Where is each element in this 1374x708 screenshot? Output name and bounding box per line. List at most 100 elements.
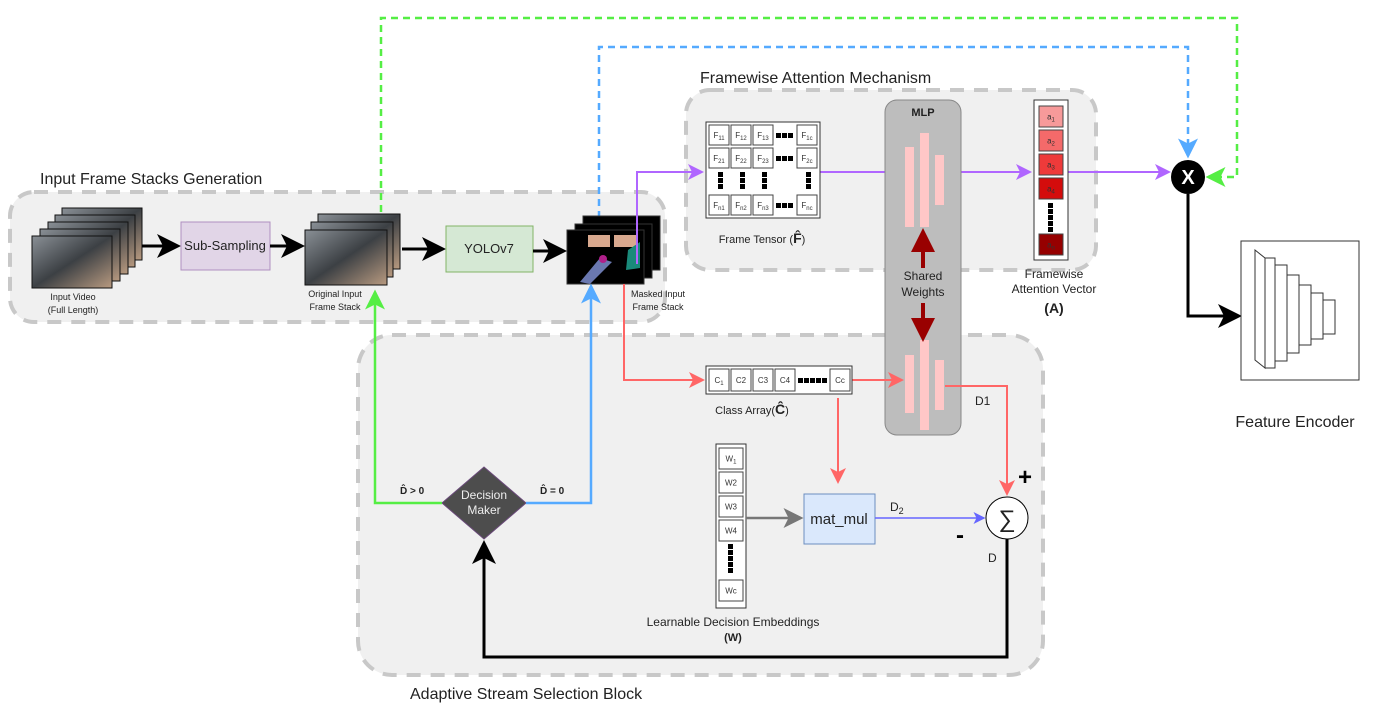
original-frame-stack bbox=[304, 213, 401, 286]
attention-cell bbox=[1038, 105, 1064, 128]
attention-vector-symbol: (A) bbox=[1044, 300, 1063, 316]
region-adaptive-stream bbox=[356, 333, 1045, 677]
ellipsis-dot bbox=[776, 203, 781, 208]
class-array-label: Class Array(Ĉ) bbox=[715, 400, 789, 417]
ellipsis-dot bbox=[810, 378, 815, 383]
sum-symbol: ∑ bbox=[998, 506, 1015, 533]
original-stack-label: Original Input bbox=[308, 289, 362, 299]
embedding-cell bbox=[718, 495, 744, 518]
ellipsis-dot bbox=[782, 133, 787, 138]
multiply-symbol: X bbox=[1181, 167, 1195, 189]
ellipsis-dot bbox=[718, 178, 723, 183]
ellipsis-dot bbox=[728, 568, 733, 573]
ellipsis-dot bbox=[788, 156, 793, 161]
mlp-layers-bottom bbox=[905, 340, 944, 430]
yolov7-box bbox=[445, 225, 534, 273]
frame-tensor-cell bbox=[730, 147, 752, 169]
class-cell bbox=[774, 368, 796, 392]
frame-tensor-cell bbox=[730, 194, 752, 216]
embedding-cell bbox=[718, 447, 744, 470]
sub-sampling-box bbox=[180, 221, 271, 271]
ellipsis-dot bbox=[740, 184, 745, 189]
ellipsis-dot bbox=[806, 184, 811, 189]
ellipsis-dot bbox=[728, 556, 733, 561]
class-cell bbox=[829, 368, 851, 392]
mlp-layers-top bbox=[905, 133, 944, 227]
class-cell bbox=[708, 368, 730, 392]
attention-vector-label-2: Attention Vector bbox=[1012, 282, 1097, 296]
frame-tensor-cell bbox=[752, 147, 774, 169]
ellipsis-dot bbox=[798, 378, 803, 383]
attention-cell-label: a3 bbox=[1047, 161, 1055, 172]
ellipsis-dot bbox=[782, 203, 787, 208]
frame-tensor-cell bbox=[708, 124, 730, 146]
shared-weights-label: Shared bbox=[904, 269, 943, 283]
feature-encoder bbox=[1240, 240, 1360, 381]
ellipsis-dot bbox=[1048, 215, 1053, 220]
ellipsis-dot bbox=[728, 544, 733, 549]
region-title-input: Input Frame Stacks Generation bbox=[40, 171, 262, 188]
d-label: D bbox=[988, 551, 997, 565]
multiply-node bbox=[1171, 160, 1205, 194]
ellipsis-dot bbox=[1048, 203, 1053, 208]
attention-cell-label: a1 bbox=[1047, 113, 1055, 124]
ellipsis-dot bbox=[822, 378, 827, 383]
feature-encoder-label: Feature Encoder bbox=[1235, 414, 1355, 431]
class-cell bbox=[730, 368, 752, 392]
class-cell-label: C4 bbox=[780, 376, 791, 385]
ellipsis-dot bbox=[806, 172, 811, 177]
frame-tensor-cell-label: Fn1 bbox=[713, 201, 725, 212]
embeddings-symbol: (W) bbox=[724, 632, 742, 644]
frame-tensor-cell bbox=[752, 194, 774, 216]
minus-sign: - bbox=[956, 522, 964, 549]
frame-tensor-cell bbox=[752, 124, 774, 146]
masked-frame-stack bbox=[566, 215, 661, 285]
frame-tensor-cell-label: F1c bbox=[801, 131, 812, 142]
frame-tensor-cell-label: F23 bbox=[757, 154, 769, 165]
embedding-cell-label: Wc bbox=[725, 587, 737, 596]
ellipsis-dot bbox=[1048, 221, 1053, 226]
ellipsis-dot bbox=[762, 184, 767, 189]
ellipsis-dot bbox=[718, 184, 723, 189]
masked-stack-label: Masked Input bbox=[631, 289, 686, 299]
ellipsis-dot bbox=[728, 550, 733, 555]
ellipsis-dot bbox=[776, 133, 781, 138]
ellipsis-dot bbox=[1048, 227, 1053, 232]
embedding-cell-label: W2 bbox=[725, 479, 738, 488]
frame-tensor-cell-label: F13 bbox=[757, 131, 769, 142]
frame-tensor-label: Frame Tensor (F̂) bbox=[719, 229, 806, 246]
frame-tensor-cell-label: Fn2 bbox=[735, 201, 747, 212]
original-stack-sublabel: Frame Stack bbox=[309, 302, 361, 312]
frame-tensor-cell bbox=[796, 147, 818, 169]
attention-vector-label: Framewise bbox=[1025, 267, 1084, 281]
masked-stack-sublabel: Frame Stack bbox=[632, 302, 684, 312]
attention-cell-label: a2 bbox=[1047, 137, 1055, 148]
frame-tensor-cell bbox=[708, 147, 730, 169]
d1-label: D1 bbox=[975, 394, 991, 408]
input-video-label: Input Video bbox=[50, 292, 95, 302]
input-video-stack bbox=[31, 207, 143, 289]
ellipsis-dot bbox=[804, 378, 809, 383]
embedding-cell bbox=[718, 519, 744, 542]
frame-tensor-cell bbox=[796, 194, 818, 216]
ellipsis-dot bbox=[718, 172, 723, 177]
ellipsis-dot bbox=[806, 178, 811, 183]
embedding-cell-label: W3 bbox=[725, 503, 738, 512]
embedding-cell bbox=[718, 471, 744, 494]
frame-tensor-cell-label: F22 bbox=[735, 154, 747, 165]
ellipsis-dot bbox=[776, 156, 781, 161]
region-title-adaptive: Adaptive Stream Selection Block bbox=[410, 686, 643, 703]
frame-tensor-cell bbox=[708, 194, 730, 216]
class-cell-label: Cc bbox=[835, 376, 845, 385]
mat-mul-label: mat_mul bbox=[810, 511, 868, 528]
ellipsis-dot bbox=[788, 203, 793, 208]
plus-sign: + bbox=[1018, 464, 1032, 491]
frame-tensor-cell-label: F12 bbox=[735, 131, 747, 142]
decision-maker-label-2: Maker bbox=[467, 503, 500, 517]
frame-tensor-cell-label: F21 bbox=[713, 154, 725, 165]
green-dashed-feedback bbox=[379, 16, 1239, 212]
